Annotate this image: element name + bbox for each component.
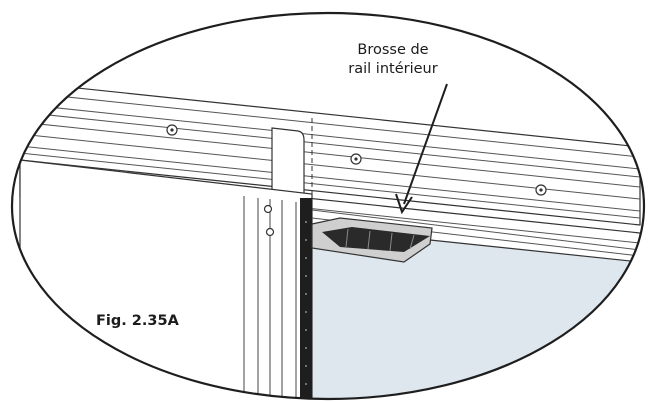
detail-ellipse <box>10 11 646 401</box>
screw-5 <box>265 227 275 237</box>
vertical-stile <box>300 198 312 399</box>
detail-content <box>19 81 641 399</box>
screw-4 <box>263 204 273 214</box>
callout-line-1: Brosse de <box>357 42 429 58</box>
brush-callout-label: Brosse de rail intérieur <box>318 41 468 79</box>
figure-label: Fig. 2.35A <box>96 313 179 329</box>
left-door-lines <box>243 196 297 399</box>
rail-brush <box>311 217 433 263</box>
screw-centers <box>170 128 543 192</box>
left-door-frame <box>19 159 313 399</box>
callout-line-2: rail intérieur <box>348 61 438 77</box>
callout-arrow <box>395 83 448 215</box>
frame-notch <box>271 127 305 197</box>
stile-dots <box>304 220 308 386</box>
